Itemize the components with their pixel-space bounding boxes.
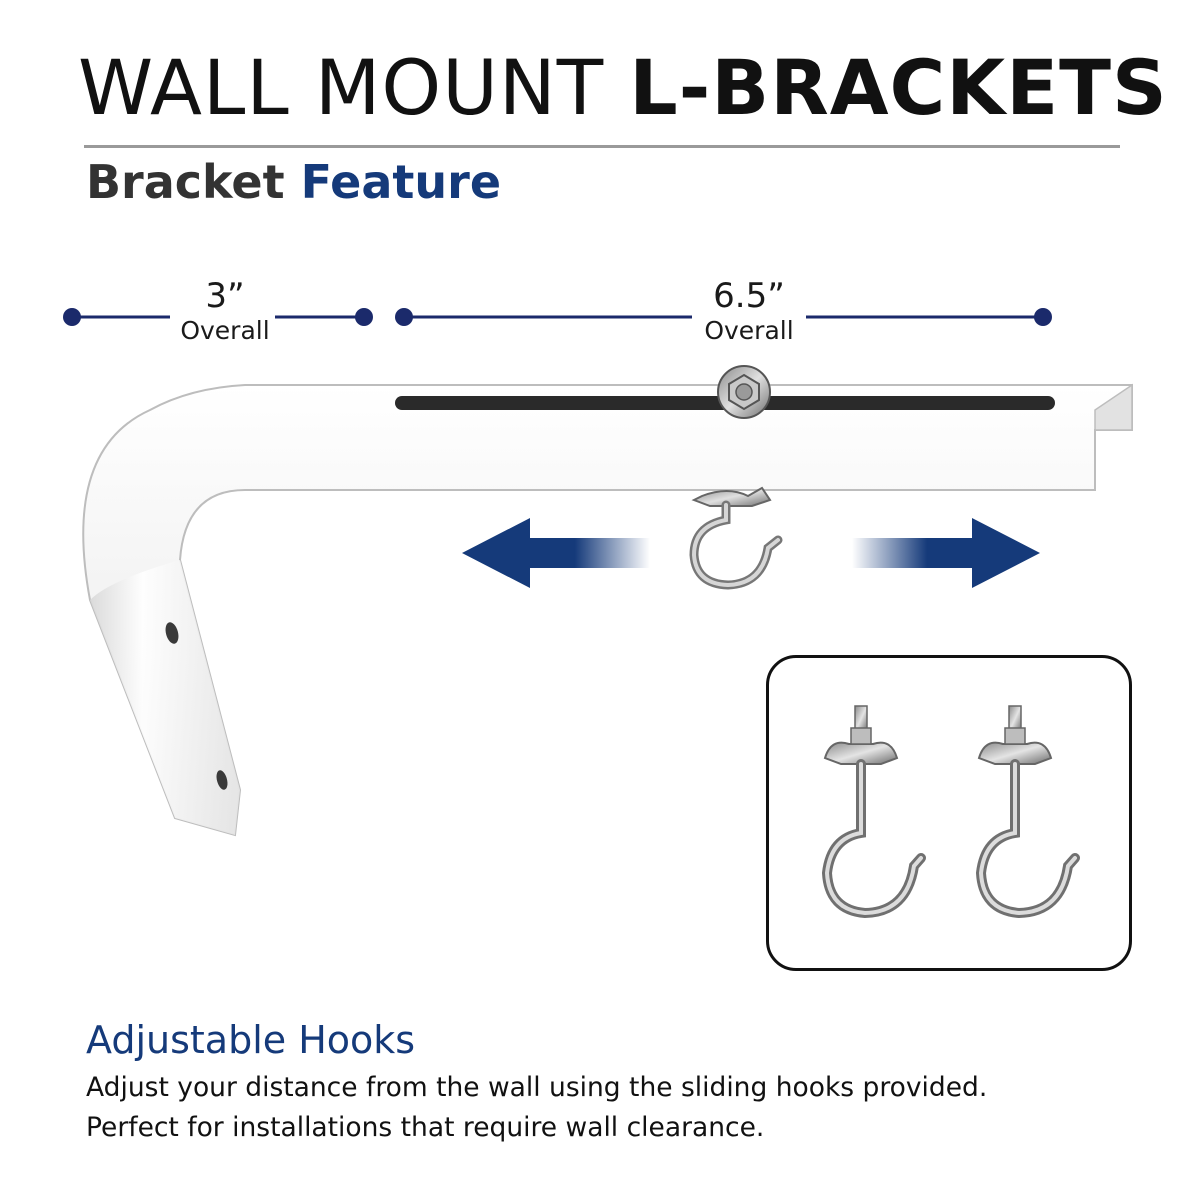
hooks-illustration [821,705,1080,919]
dimension-value: 6.5” [713,276,785,316]
feature-line: Adjust your distance from the wall using… [86,1072,988,1103]
dimension-line-3in [63,308,373,326]
feature-title: Adjustable Hooks [86,1018,416,1062]
feature-description: Adjustable Hooks Adjust your distance fr… [86,1012,1136,1148]
dimension-value: 3” [205,276,245,316]
dimension-dot-icon [1034,308,1052,326]
arrow-left-icon [462,518,650,588]
subtitle-part-a: Bracket [86,155,285,209]
hooks-inset-panel [766,655,1132,971]
dimension-line-6-5in [395,308,1052,326]
dimension-dot-icon [63,308,81,326]
hook-icon [975,705,1080,919]
slot-bolt-icon [717,365,771,419]
wing-nut-icon [977,741,1053,765]
section-subtitle: Bracket Feature [86,155,501,210]
subtitle-part-b: Feature [300,155,502,209]
dimension-dot-icon [355,308,373,326]
hook-icon [821,705,926,919]
title-divider [84,145,1120,148]
arrow-right-icon [852,518,1040,588]
dimension-caption: Overall [704,316,794,345]
title-bold-part: L-BRACKETS [629,43,1168,132]
title-light-part: WALL MOUNT [78,43,605,132]
dimension-caption: Overall [180,316,270,345]
page-title: WALL MOUNT L-BRACKETS [78,42,1167,133]
dimension-label-3in: 3” Overall [160,276,290,346]
dimension-label-6-5in: 6.5” Overall [682,276,816,346]
feature-line: Perfect for installations that require w… [86,1112,765,1143]
dimension-dot-icon [395,308,413,326]
wing-nut-icon [823,741,899,765]
bracket-hook-icon [689,486,783,590]
